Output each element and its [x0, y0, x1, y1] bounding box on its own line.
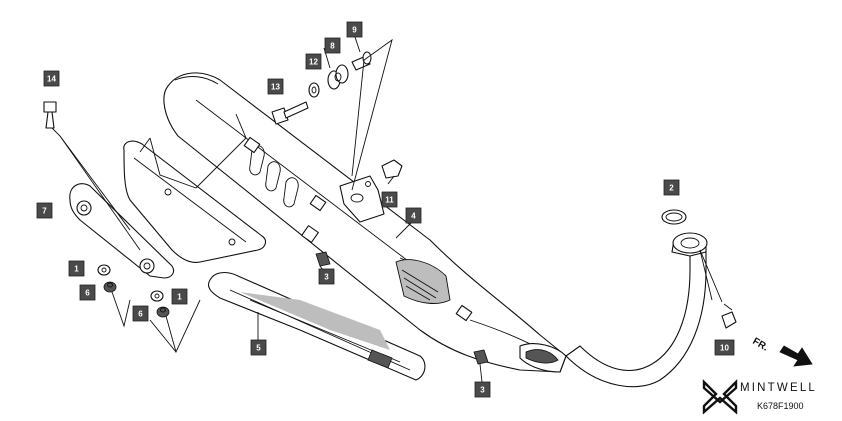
svg-text:9: 9	[352, 26, 357, 35]
nut-6a	[103, 281, 117, 293]
svg-text:14: 14	[47, 75, 56, 84]
side-cover-plate	[69, 183, 175, 279]
washer-12	[308, 82, 320, 98]
svg-text:1: 1	[74, 265, 79, 274]
callout-13: 13	[267, 78, 284, 95]
callout-6b: 6	[132, 305, 149, 322]
svg-text:7: 7	[42, 207, 47, 216]
bolt-14	[43, 101, 57, 129]
collar-1b	[150, 290, 164, 302]
clip-3b	[473, 349, 489, 365]
callout-11: 11	[381, 191, 398, 208]
callout-10: 10	[714, 339, 735, 356]
callout-4: 4	[405, 207, 422, 224]
callout-6a: 6	[79, 284, 96, 301]
callout-3a: 3	[318, 268, 335, 285]
collar-1a	[97, 264, 111, 276]
collar-9	[351, 51, 372, 71]
callout-3b: 3	[474, 381, 491, 398]
muffler-mount-bracket	[339, 175, 385, 223]
nut-10	[721, 303, 737, 329]
svg-text:2: 2	[669, 184, 674, 193]
svg-text:10: 10	[720, 344, 729, 353]
callout-5: 5	[250, 339, 267, 356]
callout-1b: 1	[171, 288, 188, 305]
muffler-body	[163, 72, 567, 373]
brand-name: MINTWELL	[740, 382, 818, 394]
svg-text:6: 6	[138, 310, 143, 319]
svg-text:1: 1	[177, 293, 182, 302]
svg-text:12: 12	[309, 58, 318, 67]
clip-3a	[315, 251, 331, 267]
nut-11	[381, 159, 403, 179]
callout-2: 2	[663, 179, 680, 196]
callout-9: 9	[346, 21, 363, 38]
front-direction-arrow-icon	[779, 345, 813, 367]
mintwell-logo-icon	[702, 379, 738, 415]
lower-guard	[207, 271, 426, 381]
nut-6b	[156, 306, 170, 318]
diagram-code: K678F1900	[757, 401, 804, 411]
svg-text:5: 5	[256, 344, 261, 353]
callout-14: 14	[43, 70, 60, 87]
svg-text:4: 4	[411, 212, 416, 221]
callout-8: 8	[324, 37, 341, 54]
svg-text:8: 8	[330, 42, 335, 51]
gasket-ring	[661, 209, 687, 225]
svg-text:3: 3	[324, 273, 329, 282]
svg-text:11: 11	[385, 196, 394, 205]
svg-text:13: 13	[271, 83, 280, 92]
callout-1a: 1	[68, 260, 85, 277]
svg-text:6: 6	[85, 289, 90, 298]
bolt-13	[271, 101, 309, 125]
grommet-8	[327, 64, 349, 90]
callout-12: 12	[305, 53, 322, 70]
exhaust-pipe	[565, 232, 708, 388]
svg-text:3: 3	[480, 386, 485, 395]
leader-lines	[51, 33, 723, 383]
callout-7: 7	[36, 202, 53, 219]
